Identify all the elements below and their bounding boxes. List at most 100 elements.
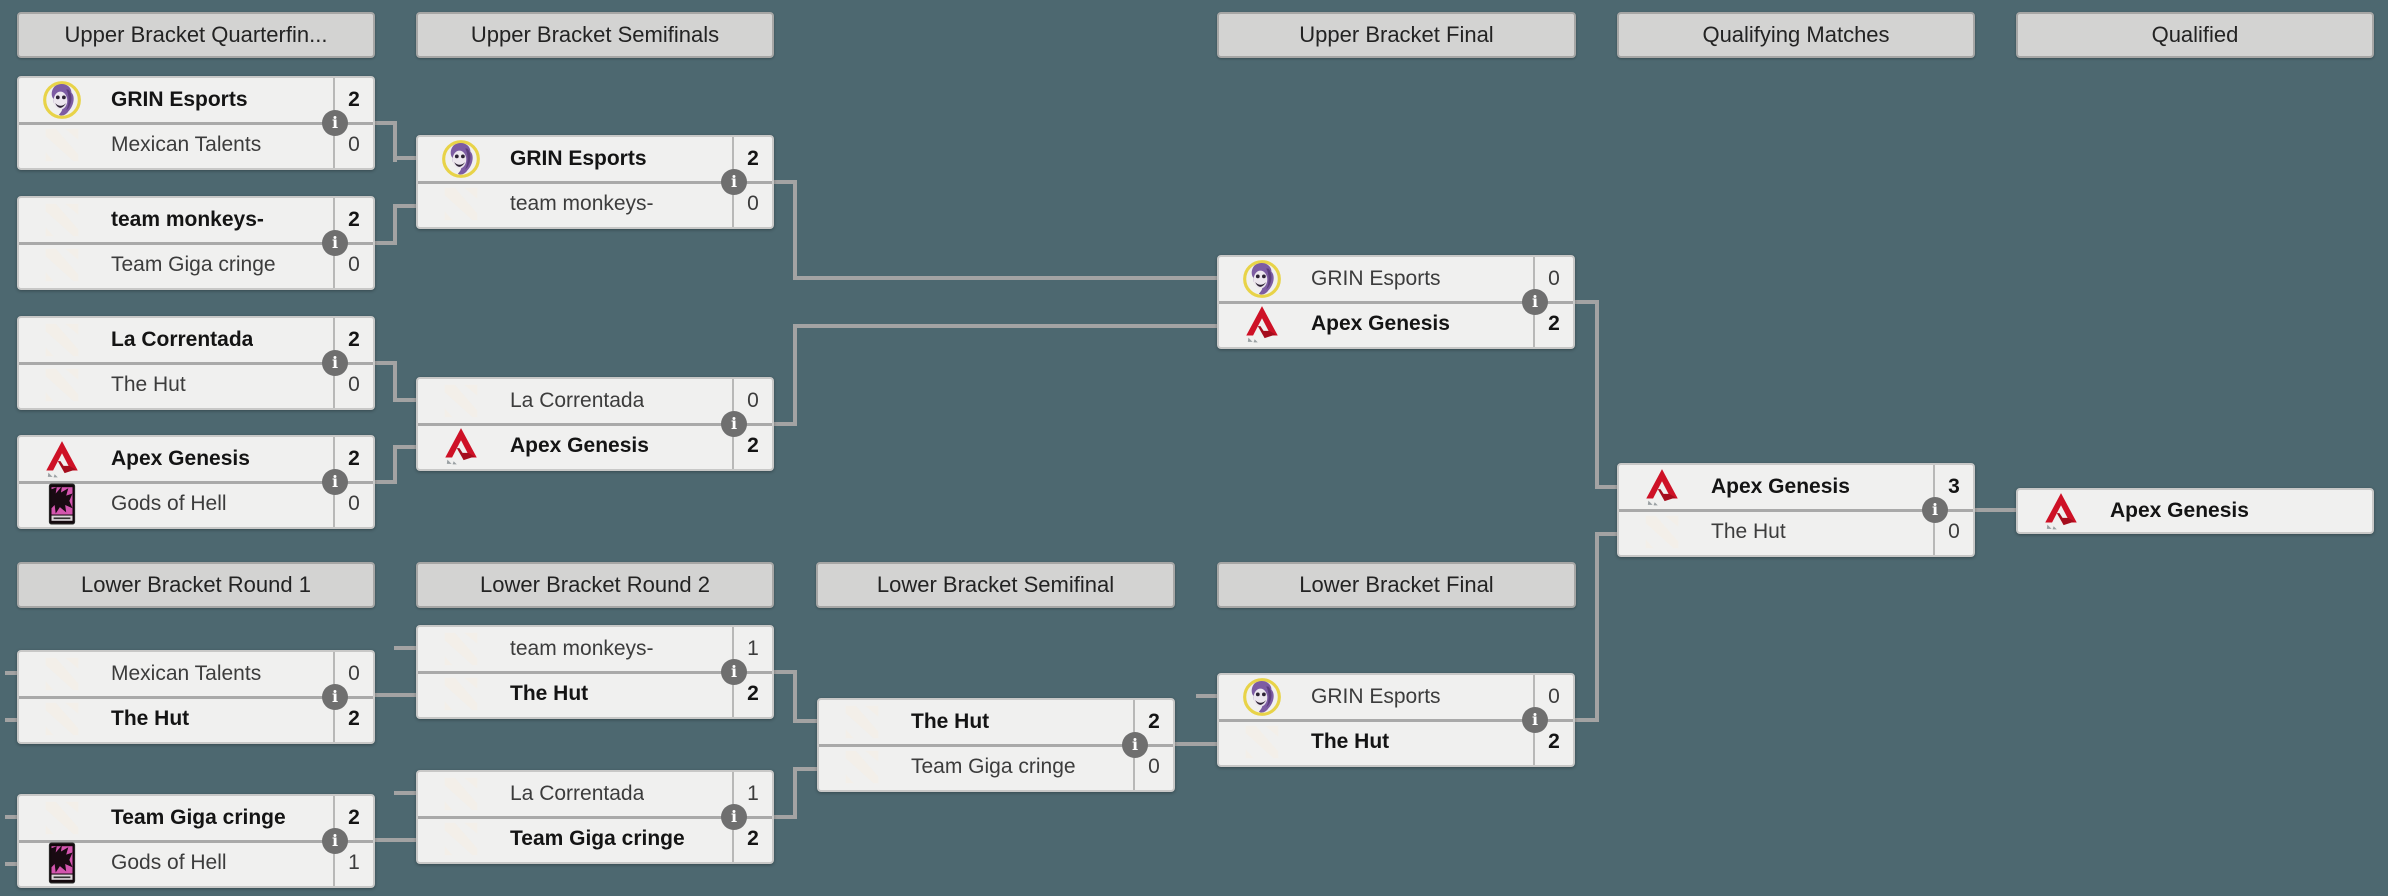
info-icon[interactable]: i [322, 230, 348, 256]
info-icon[interactable]: i [721, 169, 747, 195]
dota-logo-icon [1241, 721, 1283, 763]
team-row[interactable]: The Hut 2 [418, 671, 772, 714]
team-row[interactable]: Apex Genesis 2 [418, 423, 772, 466]
match-ub-qf-4[interactable]: Apex Genesis 2 Gods of Hell 0 i [17, 435, 375, 529]
team-score: 1 [747, 637, 759, 660]
team-row[interactable]: GRIN Esports 0 [1219, 675, 1573, 719]
connector-line [793, 719, 818, 723]
match-ub-qf-2[interactable]: team monkeys- 2 Team Giga cringe 0 i [17, 196, 375, 290]
team-score: 0 [1948, 520, 1960, 543]
team-row[interactable]: Mexican Talents 0 [19, 122, 373, 165]
connector-line [375, 121, 397, 125]
team-row[interactable]: Gods of Hell 0 [19, 481, 373, 525]
team-row[interactable]: Mexican Talents 0 [19, 652, 373, 696]
team-name: Gods of Hell [111, 492, 227, 515]
team-row[interactable]: Apex Genesis 2 [19, 437, 373, 481]
team-row[interactable]: Team Giga cringe 2 [19, 796, 373, 840]
team-score: 2 [1548, 312, 1560, 335]
team-row[interactable]: Gods of Hell 1 [19, 840, 373, 884]
team-row[interactable]: La Correntada 2 [19, 318, 373, 362]
info-icon[interactable]: i [1922, 497, 1948, 523]
info-icon[interactable]: i [1522, 289, 1548, 315]
dota-logo-icon [41, 124, 83, 166]
team-name: team monkeys- [510, 637, 654, 660]
dota-logo-icon [440, 183, 482, 225]
match-lb-final[interactable]: GRIN Esports 0 The Hut 2 i [1217, 673, 1575, 767]
match-lb-semifinal[interactable]: The Hut 2 Team Giga cringe 0 i [817, 698, 1175, 792]
apex-genesis-logo-icon [41, 438, 83, 480]
match-qualifying[interactable]: Apex Genesis 3 The Hut 0 i [1617, 463, 1975, 557]
info-icon[interactable]: i [1122, 732, 1148, 758]
team-row[interactable]: GRIN Esports 2 [418, 137, 772, 181]
connector-line [375, 480, 397, 484]
team-name: Mexican Talents [111, 662, 262, 685]
dota-logo-icon [440, 818, 482, 860]
team-row[interactable]: Team Giga cringe 2 [418, 816, 772, 859]
team-name: Gods of Hell [111, 851, 227, 874]
team-score: 1 [747, 782, 759, 805]
team-name: Mexican Talents [111, 133, 262, 156]
round-header-upper-final: Upper Bracket Final [1217, 12, 1576, 58]
match-lb-r1-1[interactable]: Mexican Talents 0 The Hut 2 i [17, 650, 375, 744]
team-name: The Hut [111, 373, 186, 396]
team-score: 0 [348, 492, 360, 515]
team-score: 3 [1948, 475, 1960, 498]
dota-logo-icon [440, 380, 482, 422]
match-ub-final[interactable]: GRIN Esports 0 Apex Genesis 2 i [1217, 255, 1575, 349]
team-row[interactable]: The Hut 0 [19, 362, 373, 405]
match-ub-sf-1[interactable]: GRIN Esports 2 team monkeys- 0 i [416, 135, 774, 229]
dota-logo-icon [41, 319, 83, 361]
team-name: Apex Genesis [2110, 499, 2249, 522]
round-header-lower-round-2: Lower Bracket Round 2 [416, 562, 774, 608]
team-row[interactable]: team monkeys- 1 [418, 627, 772, 671]
connector-line [1575, 300, 1599, 304]
dota-logo-icon [440, 673, 482, 715]
team-row[interactable]: The Hut 2 [1219, 719, 1573, 762]
connector-line [393, 361, 397, 402]
apex-genesis-logo-icon [1241, 303, 1283, 345]
team-row[interactable]: Team Giga cringe 0 [819, 744, 1173, 787]
info-icon[interactable]: i [721, 804, 747, 830]
connector-line [774, 815, 797, 819]
match-lb-r2-1[interactable]: team monkeys- 1 The Hut 2 i [416, 625, 774, 719]
info-icon[interactable]: i [322, 828, 348, 854]
team-row[interactable]: Apex Genesis [2018, 490, 2372, 532]
team-row[interactable]: The Hut 0 [1619, 509, 1973, 552]
info-icon[interactable]: i [322, 684, 348, 710]
connector-line [1975, 508, 2017, 512]
match-ub-qf-1[interactable]: GRIN Esports 2 Mexican Talents 0 i [17, 76, 375, 170]
qualified-team-box[interactable]: Apex Genesis [2016, 488, 2374, 534]
team-name: La Correntada [510, 782, 645, 805]
team-name: The Hut [1711, 520, 1786, 543]
team-row[interactable]: team monkeys- 0 [418, 181, 772, 224]
match-ub-sf-2[interactable]: La Correntada 0 Apex Genesis 2 i [416, 377, 774, 471]
info-icon[interactable]: i [322, 469, 348, 495]
info-icon[interactable]: i [1522, 707, 1548, 733]
round-header-upper-semifinals: Upper Bracket Semifinals [416, 12, 774, 58]
team-row[interactable]: Apex Genesis 2 [1219, 301, 1573, 344]
team-row[interactable]: GRIN Esports 2 [19, 78, 373, 122]
info-icon[interactable]: i [322, 350, 348, 376]
connector-line [5, 862, 17, 866]
info-icon[interactable]: i [721, 659, 747, 685]
info-icon[interactable]: i [322, 110, 348, 136]
connector-line [1196, 694, 1218, 698]
team-row[interactable]: The Hut 2 [19, 696, 373, 739]
team-row[interactable]: La Correntada 1 [418, 772, 772, 816]
match-lb-r1-2[interactable]: Team Giga cringe 2 Gods of Hell 1 i [17, 794, 375, 888]
match-lb-r2-2[interactable]: La Correntada 1 Team Giga cringe 2 i [416, 770, 774, 864]
match-ub-qf-3[interactable]: La Correntada 2 The Hut 0 i [17, 316, 375, 410]
dota-logo-icon [41, 653, 83, 695]
team-row[interactable]: La Correntada 0 [418, 379, 772, 423]
team-row[interactable]: team monkeys- 2 [19, 198, 373, 242]
team-row[interactable]: The Hut 2 [819, 700, 1173, 744]
dota-logo-icon [41, 797, 83, 839]
connector-line [5, 671, 17, 675]
team-name: Team Giga cringe [111, 253, 276, 276]
team-score: 2 [348, 208, 360, 231]
connector-line [393, 121, 397, 162]
team-row[interactable]: Apex Genesis 3 [1619, 465, 1973, 509]
team-row[interactable]: Team Giga cringe 0 [19, 242, 373, 285]
team-row[interactable]: GRIN Esports 0 [1219, 257, 1573, 301]
info-icon[interactable]: i [721, 411, 747, 437]
